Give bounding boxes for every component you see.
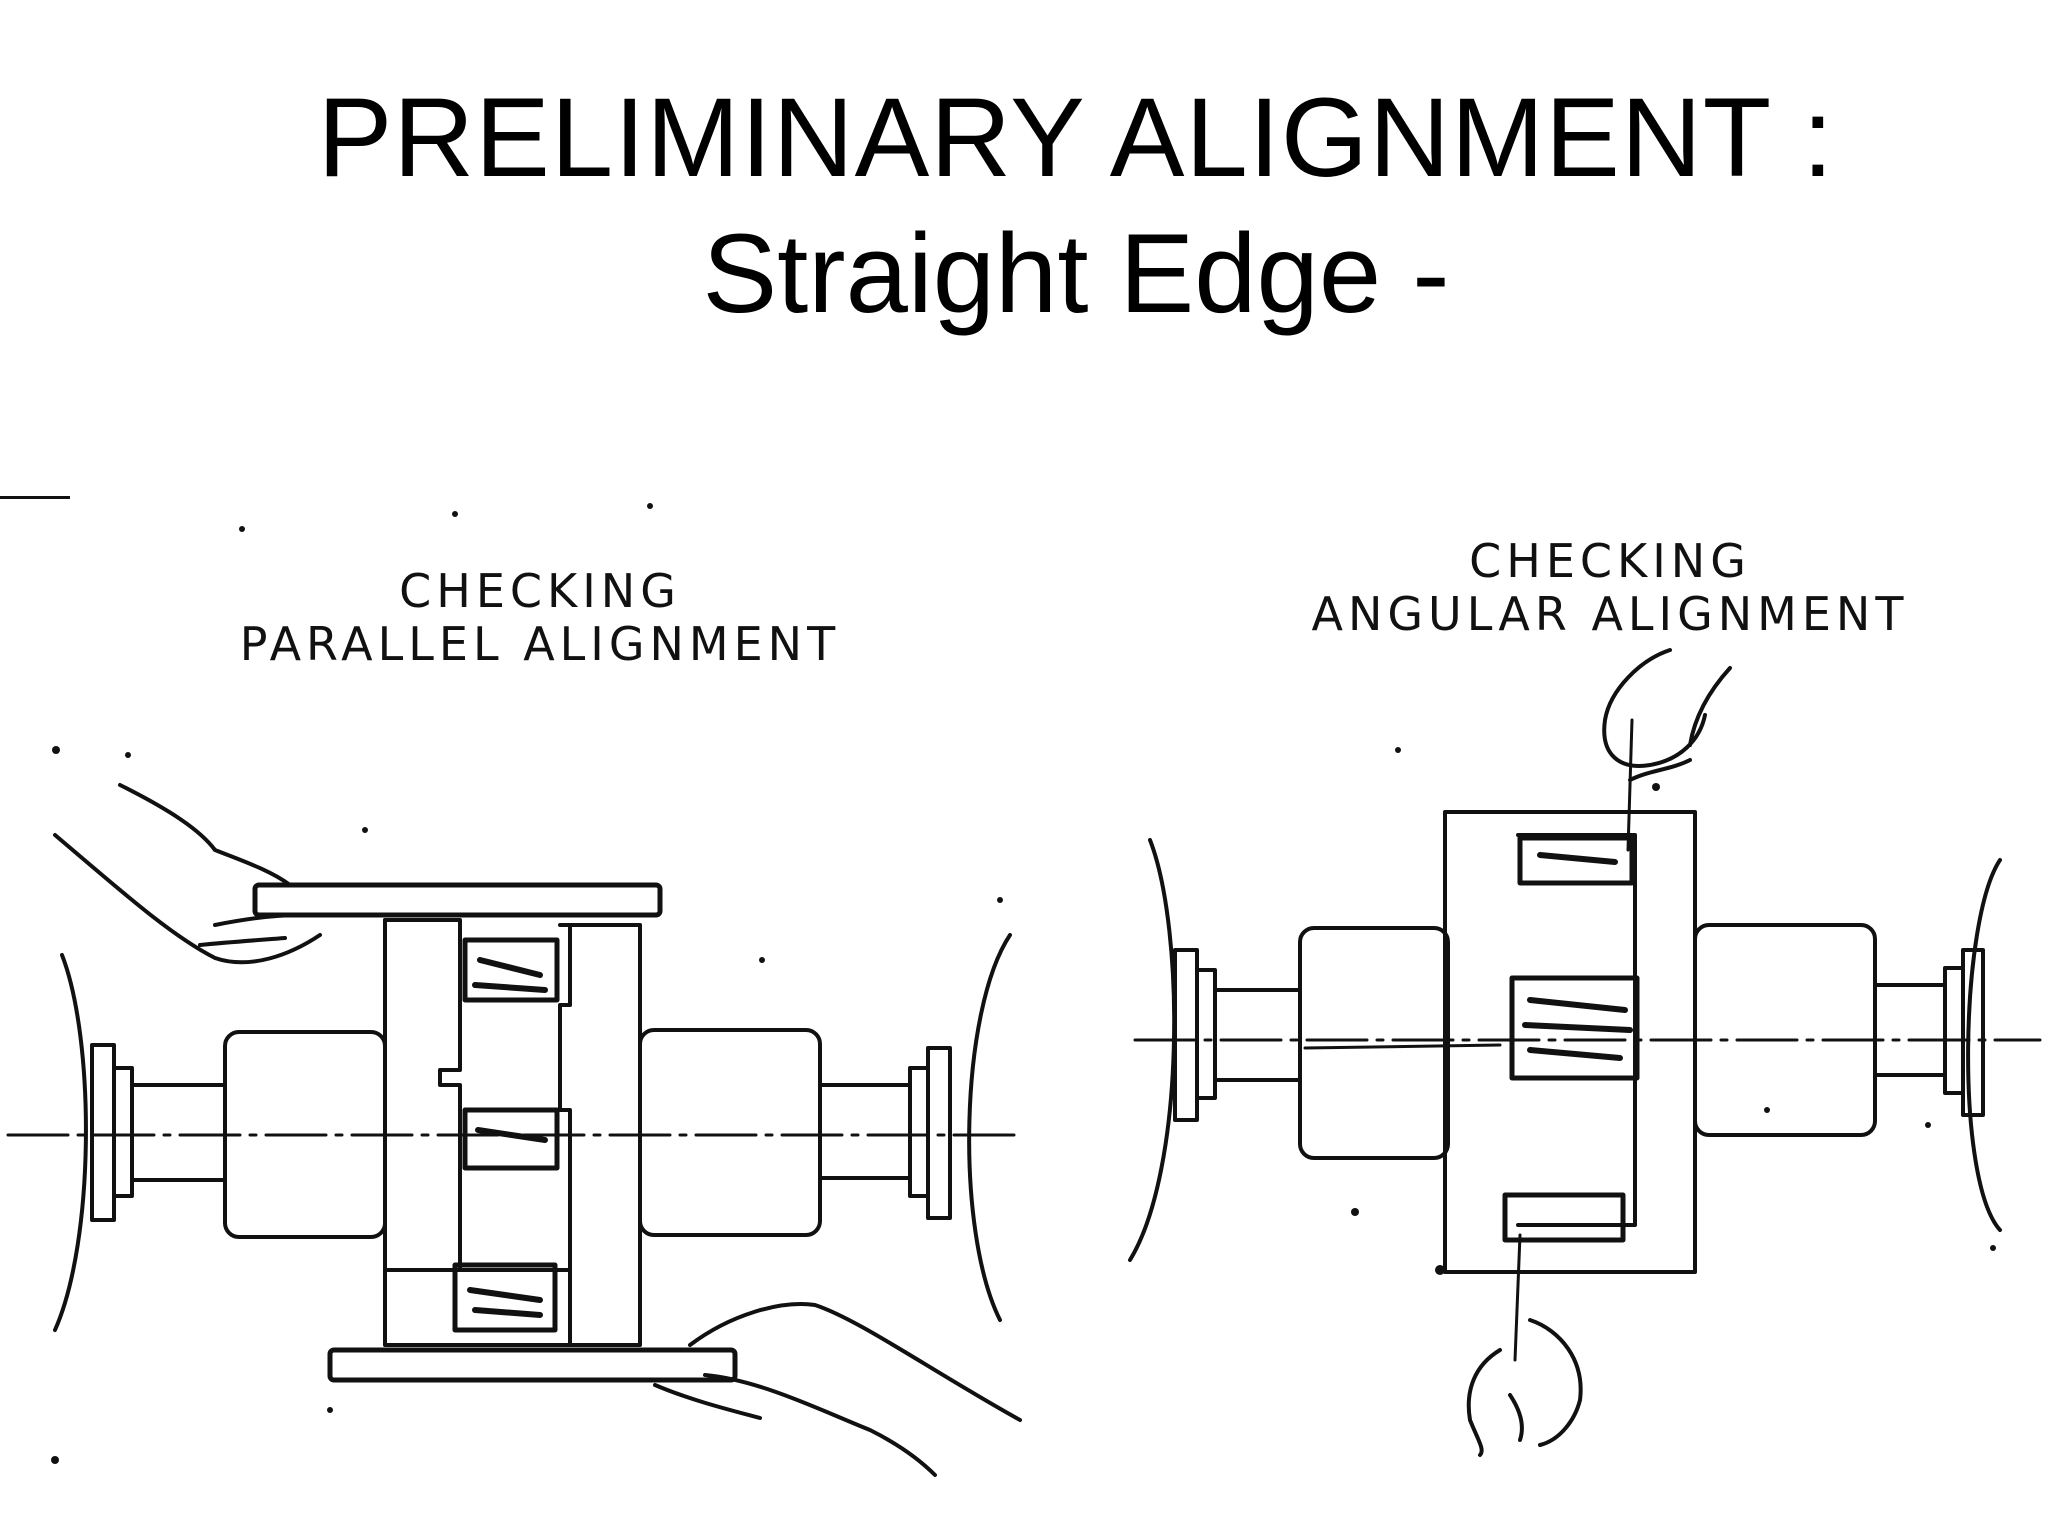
middle-insert — [462, 1107, 560, 1171]
right-coupling-hub-2 — [1693, 923, 1877, 1137]
bottom-insert — [452, 1262, 558, 1333]
left-bearing-flange-2 — [1173, 948, 1199, 1122]
bottom-straight-edge — [327, 1347, 738, 1383]
scan-speckles — [0, 496, 1996, 1464]
bottom-insert-2 — [1502, 1192, 1626, 1243]
left-shaft — [130, 1083, 227, 1182]
top-straight-edge — [252, 882, 663, 918]
left-coupling-flange — [383, 918, 462, 1272]
left-coupling-hub-2 — [1298, 926, 1450, 1160]
angular-caption-line1: CHECKING — [1469, 534, 1751, 588]
top-insert-2 — [1517, 835, 1635, 886]
left-shaft-2 — [1213, 988, 1302, 1082]
bottom-hand — [653, 1302, 1022, 1477]
left-machine-housing — [53, 953, 88, 1332]
right-bearing-flange-2 — [1961, 948, 1985, 1117]
angular-alignment-drawing — [1128, 648, 2042, 1457]
slide-title-line1: PRELIMINARY ALIGNMENT : — [317, 75, 1835, 200]
right-machine-housing — [967, 933, 1012, 1322]
parallel-figure-caption: CHECKING PARALLEL ALIGNMENT — [145, 565, 935, 671]
slide-title-line2: Straight Edge - — [702, 211, 1450, 336]
bottom-feeler-gauge — [1513, 1233, 1522, 1362]
angular-caption-line2: ANGULAR ALIGNMENT — [1311, 586, 1909, 641]
top-hand-2 — [1602, 648, 1732, 782]
top-hand — [53, 783, 322, 965]
left-bearing-collar-2 — [1195, 968, 1217, 1100]
right-bearing-collar — [908, 1066, 930, 1198]
right-bearing-collar-2 — [1943, 966, 1965, 1095]
middle-insert-2 — [1509, 975, 1640, 1081]
left-bearing-flange — [90, 1043, 116, 1222]
right-coupling-hub — [638, 1028, 822, 1237]
parallel-alignment-drawing — [6, 783, 1022, 1477]
bottom-hand-2 — [1466, 1318, 1583, 1457]
angular-coupling-body — [1443, 810, 1697, 1274]
right-machine-housing-2 — [1966, 858, 2002, 1232]
top-insert — [462, 937, 560, 1003]
left-bearing-collar — [112, 1066, 134, 1198]
top-feeler-gauge — [1626, 718, 1634, 852]
right-bearing-flange — [926, 1046, 952, 1220]
right-shaft-2 — [1873, 983, 1947, 1077]
right-coupling-flange — [558, 923, 642, 1347]
right-shaft — [818, 1083, 912, 1180]
angular-figure-caption: CHECKING ANGULAR ALIGNMENT — [1230, 535, 1990, 641]
parallel-caption-line1: CHECKING — [399, 564, 681, 618]
left-machine-housing-2 — [1128, 838, 1177, 1262]
parallel-caption-line2: PARALLEL ALIGNMENT — [239, 616, 841, 671]
